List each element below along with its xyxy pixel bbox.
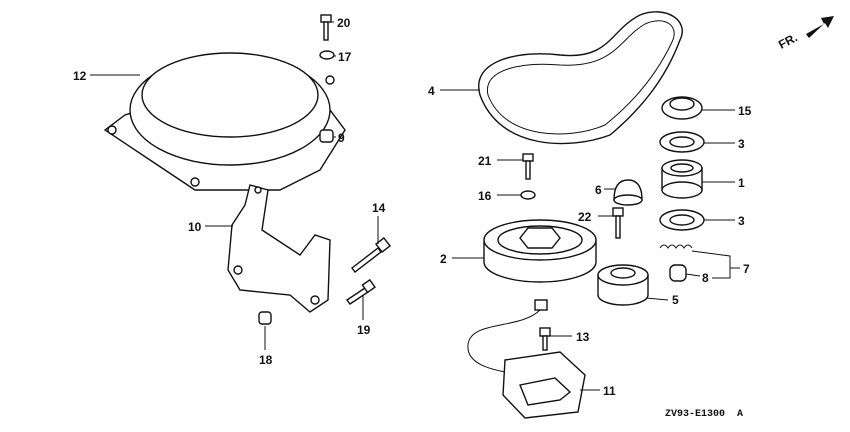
washer-part-3-upper bbox=[659, 131, 705, 153]
callout-6: 6 bbox=[595, 183, 602, 197]
callout-18: 18 bbox=[259, 353, 273, 367]
cover-part-12 bbox=[103, 52, 346, 191]
callout-14: 14 bbox=[372, 201, 386, 215]
bolt-part-21 bbox=[522, 153, 534, 180]
bolt-part-19 bbox=[345, 278, 376, 305]
callout-3-lower: 3 bbox=[738, 214, 745, 228]
callout-19: 19 bbox=[357, 323, 371, 337]
callout-7: 7 bbox=[743, 262, 750, 276]
callout-8: 8 bbox=[702, 271, 709, 285]
callout-15: 15 bbox=[738, 104, 752, 118]
callout-1: 1 bbox=[738, 176, 745, 190]
washer-part-16 bbox=[520, 190, 536, 200]
callout-22: 22 bbox=[578, 210, 592, 224]
callout-10: 10 bbox=[188, 220, 202, 234]
callout-9: 9 bbox=[338, 131, 345, 145]
callout-11: 11 bbox=[603, 384, 616, 398]
washer-part-17 bbox=[319, 50, 335, 60]
callout-20: 20 bbox=[337, 16, 351, 30]
arrow-icon bbox=[806, 16, 834, 38]
belt-part-4 bbox=[478, 11, 683, 145]
tensioner-part-5 bbox=[597, 264, 649, 306]
bushing-part-9 bbox=[319, 129, 334, 143]
callout-16: 16 bbox=[478, 189, 492, 203]
coil-part-11 bbox=[467, 299, 586, 419]
bracket-part-10 bbox=[227, 184, 331, 313]
callout-3-upper: 3 bbox=[738, 137, 745, 151]
pulley-part-2 bbox=[483, 219, 597, 283]
bolt-part-20 bbox=[320, 14, 332, 41]
bolt-part-13 bbox=[539, 327, 551, 351]
front-direction-marker: FR. bbox=[776, 16, 834, 52]
leader-lines bbox=[90, 21, 740, 391]
callout-13: 13 bbox=[576, 330, 590, 344]
gear-part-1 bbox=[661, 159, 703, 199]
bolt-part-22 bbox=[612, 207, 624, 239]
washer-part-3-lower bbox=[659, 209, 705, 231]
nut-part-15 bbox=[661, 96, 703, 120]
callout-2: 2 bbox=[440, 252, 447, 266]
callout-12: 12 bbox=[73, 69, 87, 83]
callout-4: 4 bbox=[428, 84, 435, 98]
callout-21: 21 bbox=[478, 154, 492, 168]
cap-part-6 bbox=[613, 179, 643, 206]
spring-part-7 bbox=[659, 244, 693, 249]
callout-5: 5 bbox=[672, 293, 679, 307]
drawing-code: ZV93-E1300 A bbox=[665, 409, 743, 420]
roller-part-8 bbox=[669, 264, 687, 282]
direction-label: FR. bbox=[776, 30, 800, 51]
callout-labels: 20 17 12 9 10 14 19 18 4 15 3 21 1 6 16 … bbox=[73, 16, 752, 398]
callout-17: 17 bbox=[338, 50, 352, 64]
bushing-part-18 bbox=[258, 311, 272, 325]
bolt-part-14 bbox=[351, 236, 392, 273]
